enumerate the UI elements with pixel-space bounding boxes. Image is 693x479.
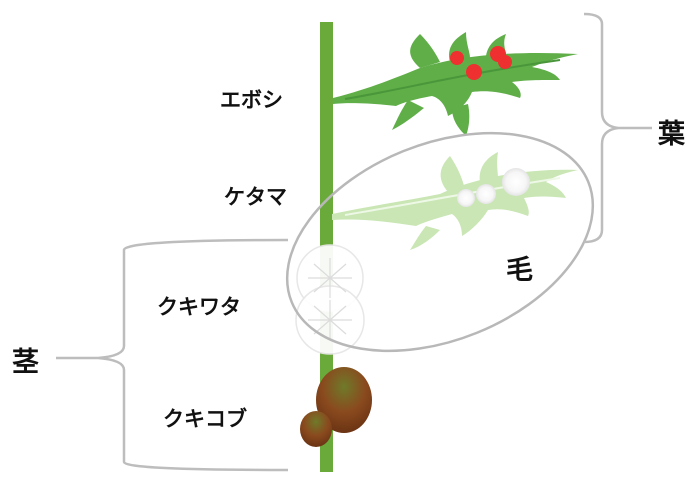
- stem-cotton: [295, 244, 365, 355]
- label-kukikobu: クキコブ: [163, 407, 247, 431]
- label-ke: 毛: [506, 255, 533, 286]
- upper-leaf: [333, 32, 578, 136]
- hair-group-outline: [285, 131, 595, 353]
- label-ha: 葉: [658, 119, 685, 150]
- stem-bracket: [97, 238, 289, 472]
- leaf-bracket: [583, 12, 619, 244]
- label-eboshi: エボシ: [220, 88, 283, 112]
- white-hair-tuft-icon: [457, 168, 530, 207]
- brown-stem-gall-icon: [300, 367, 372, 447]
- label-ketama: ケタマ: [224, 185, 287, 209]
- red-gall-icon: [450, 46, 512, 80]
- label-kuki: 茎: [12, 347, 39, 378]
- label-kukiwata: クキワタ: [157, 295, 241, 319]
